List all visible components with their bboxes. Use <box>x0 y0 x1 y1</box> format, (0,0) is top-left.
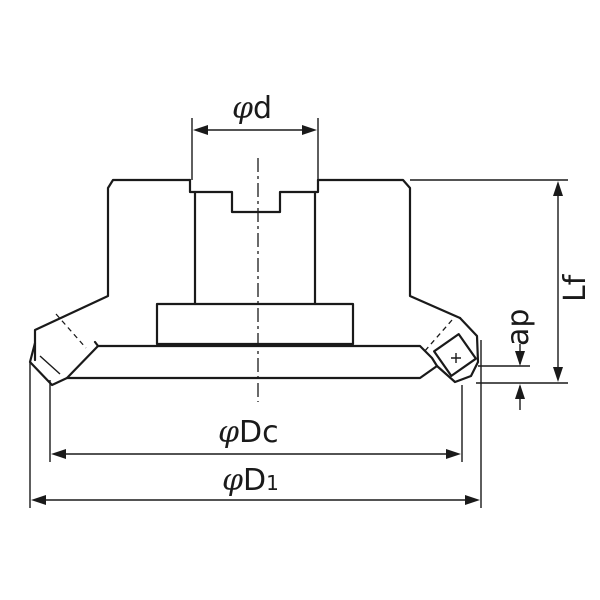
cutter-flange-bottom <box>65 344 439 380</box>
collar <box>155 302 355 346</box>
dim-d1-text: D <box>243 463 266 498</box>
dim-ap-label: ap <box>501 309 536 346</box>
dim-d1-label: φD1 <box>222 463 279 498</box>
dim-lf-arrow-bottom <box>553 367 563 382</box>
cutter-body <box>28 178 480 387</box>
dim-dc-symbol: φ <box>218 415 239 450</box>
right-insert-cross <box>451 353 461 363</box>
dim-lf-arrow-top <box>553 181 563 196</box>
dim-ap-arrow-bottom <box>515 384 525 399</box>
dim-d1-symbol: φ <box>222 463 243 498</box>
left-pocket-hidden-line <box>55 313 87 349</box>
dim-d-label: φd <box>232 91 272 126</box>
dimension-d1: φD1 <box>29 340 482 508</box>
cutter-body-outline-right <box>316 178 462 320</box>
dimension-lf: Lf <box>410 179 593 384</box>
bore-keyway-outline <box>188 178 320 214</box>
dim-d-text: d <box>253 91 272 126</box>
dim-d1-arrow-left <box>31 495 46 505</box>
right-insert-square <box>433 333 477 377</box>
right-insert-pocket <box>435 316 480 384</box>
dim-dc-text: Dc <box>239 415 279 450</box>
right-insert <box>433 333 477 377</box>
dim-d-arrow-right <box>302 125 317 135</box>
dim-dc-arrow-right <box>446 449 461 459</box>
bore <box>188 178 320 306</box>
dimension-d: φd <box>191 91 319 180</box>
dim-d-symbol: φ <box>232 91 253 126</box>
dimension-ap: ap <box>478 309 536 410</box>
cutter-body-outline <box>28 178 192 387</box>
dim-dc-label: φDc <box>218 415 279 450</box>
dim-d1-arrow-right <box>465 495 480 505</box>
right-pocket-hidden-line <box>423 319 453 353</box>
dim-lf-label: Lf <box>558 273 593 302</box>
dim-ap-arrow-top <box>515 351 525 366</box>
dim-d1-subscript: 1 <box>266 471 279 495</box>
dimension-dc: φDc <box>49 380 463 462</box>
dim-d-arrow-left <box>193 125 208 135</box>
left-insert-edge <box>39 355 61 375</box>
dim-dc-arrow-left <box>51 449 66 459</box>
